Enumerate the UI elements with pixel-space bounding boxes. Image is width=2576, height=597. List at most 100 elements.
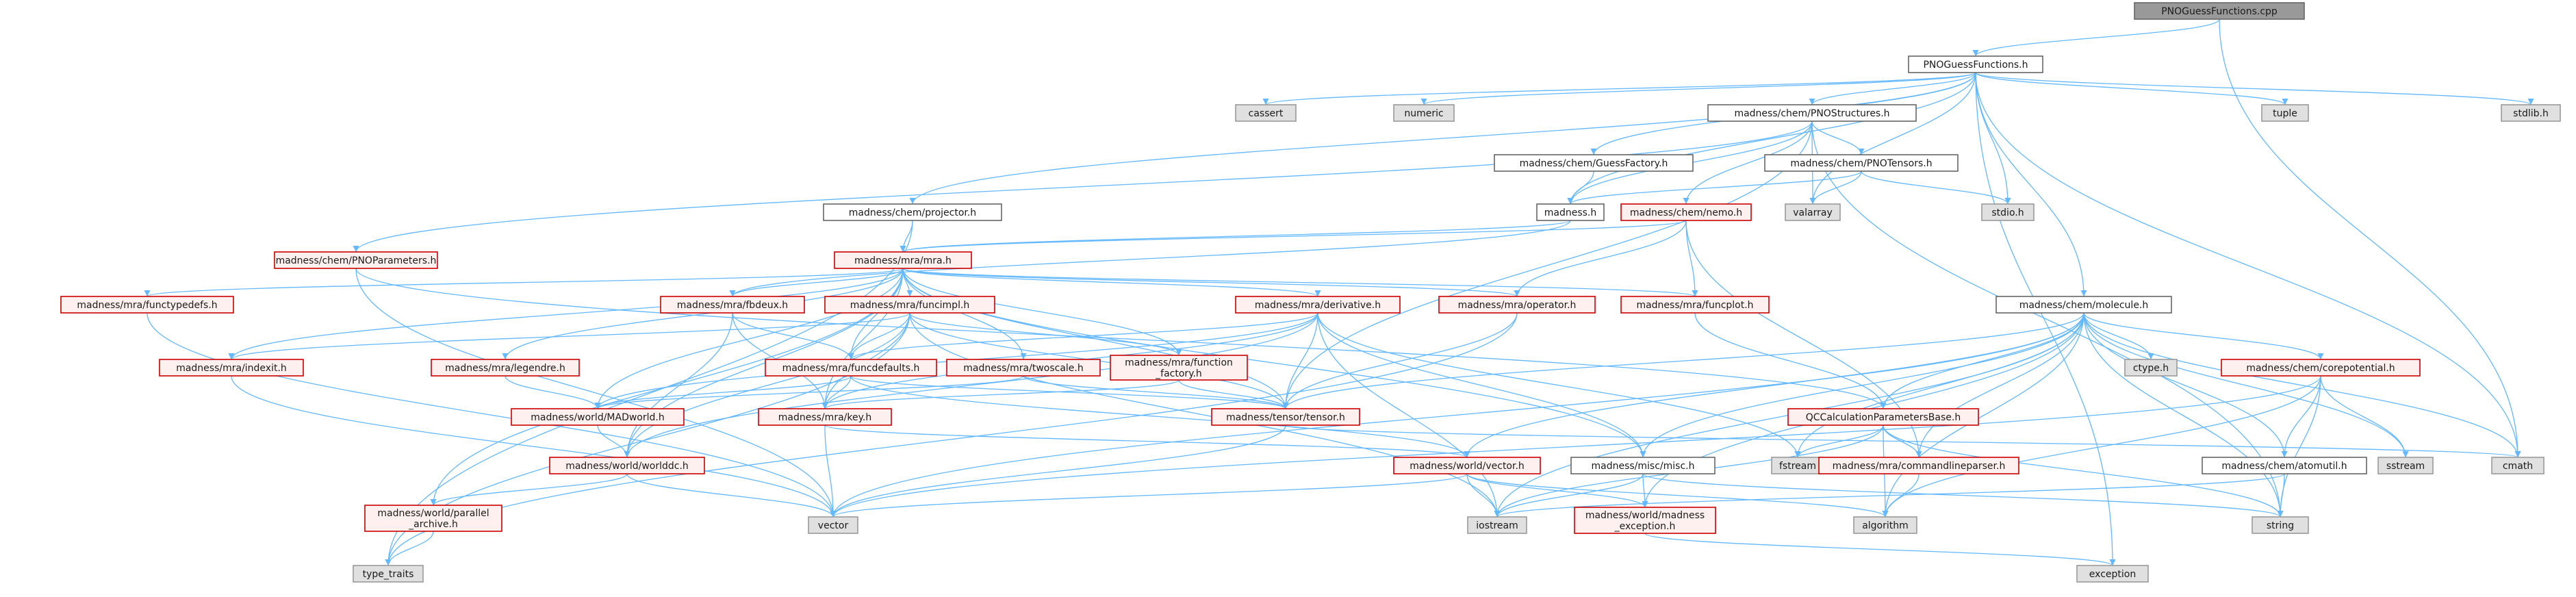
node-sstream[interactable]: sstream [2377, 457, 2434, 474]
edge-funcplot-to-qccalc [1694, 312, 1887, 409]
node-algorithm[interactable]: algorithm [1853, 516, 1917, 534]
edge-pnoparams-to-vector [355, 268, 837, 518]
node-pnostruct[interactable]: madness/chem/PNOStructures.h [1707, 104, 1917, 122]
node-root[interactable]: PNOGuessFunctions.cpp [2134, 2, 2305, 20]
node-label: madness/mra/derivative.h [1255, 300, 1381, 311]
node-funcdefaults[interactable]: madness/mra/funcdefaults.h [765, 359, 937, 377]
node-derivative[interactable]: madness/mra/derivative.h [1235, 296, 1401, 314]
node-worlddc[interactable]: madness/world/worlddc.h [549, 457, 705, 474]
node-box [2491, 457, 2545, 474]
edge-pgfh-to-valarray [1809, 72, 1976, 205]
node-numeric[interactable]: numeric [1393, 104, 1455, 122]
node-atomutil[interactable]: madness/chem/atomutil.h [2202, 457, 2367, 474]
node-box [808, 516, 858, 534]
edge-molecule-to-tensor [1282, 312, 2084, 409]
node-label: PNOGuessFunctions.h [1923, 60, 2028, 71]
edge-madnessh-to-mra [900, 220, 1571, 253]
node-fbdeux[interactable]: madness/mra/fbdeux.h [660, 296, 805, 314]
node-pnoparams[interactable]: madness/chem/PNOParameters.h [274, 251, 438, 269]
node-box [2134, 2, 2305, 20]
node-qccalc[interactable]: QCCalculationParametersBase.h [1787, 408, 1979, 426]
node-box [353, 565, 424, 583]
node-molecule[interactable]: madness/chem/molecule.h [1995, 296, 2172, 314]
edge-pgfh-to-tuple [1975, 72, 2288, 105]
node-label: madness/mra/operator.h [1458, 300, 1577, 311]
edge-pnostruct-to-tensor [1282, 120, 1813, 409]
node-box [1393, 457, 1541, 474]
node-cassert[interactable]: cassert [1235, 104, 1297, 122]
node-pnotensors[interactable]: madness/chem/PNOTensors.h [1764, 154, 1959, 172]
node-label: cassert [1249, 108, 1284, 119]
node-exception[interactable]: exception [2076, 565, 2149, 583]
node-funcfactory[interactable]: madness/mra/function_factory.h [1110, 355, 1248, 381]
edge-molecule-to-string [2083, 312, 2284, 518]
node-layer: PNOGuessFunctions.cppPNOGuessFunctions.h… [60, 2, 2561, 583]
node-funcplot[interactable]: madness/mra/funcplot.h [1620, 296, 1770, 314]
node-iostream[interactable]: iostream [1467, 516, 1527, 534]
node-tuple[interactable]: tuple [2261, 104, 2309, 122]
node-pgfh[interactable]: PNOGuessFunctions.h [1908, 55, 2043, 73]
node-box [2076, 565, 2149, 583]
node-madworld[interactable]: madness/world/MADworld.h [511, 408, 685, 426]
node-valarray[interactable]: valarray [1785, 203, 1841, 221]
node-box [1995, 296, 2172, 314]
edge-funcdefaults-to-tensor [850, 375, 1289, 409]
node-ctypeh[interactable]: ctype.h [2124, 359, 2178, 377]
node-fstream[interactable]: fstream [1771, 457, 1824, 474]
edge-corepot-to-vector [830, 375, 2321, 518]
node-misc[interactable]: madness/misc/misc.h [1570, 457, 1716, 474]
node-label: exception [2089, 569, 2136, 580]
node-box [1467, 516, 1527, 534]
node-guessfactory[interactable]: madness/chem/GuessFactory.h [1494, 154, 1694, 172]
node-cmath[interactable]: cmath [2491, 457, 2545, 474]
node-string[interactable]: string [2252, 516, 2309, 534]
edge-pnotensors-to-valarray [1809, 170, 1862, 205]
edge-pgfh-to-madnessh [1567, 72, 1976, 205]
node-vector[interactable]: vector [808, 516, 858, 534]
node-box [758, 408, 892, 426]
node-box [1853, 516, 1917, 534]
node-label: madness/mra/mra.h [854, 255, 952, 266]
edge-fbdeux-to-funcdefaults [732, 312, 854, 360]
node-tensor[interactable]: madness/tensor/tensor.h [1211, 408, 1360, 426]
node-box [1393, 104, 1455, 122]
node-stdlibh[interactable]: stdlib.h [2501, 104, 2561, 122]
node-corepot[interactable]: madness/chem/corepotential.h [2221, 359, 2421, 377]
node-box [946, 359, 1101, 377]
node-label: madness/mra/functypedefs.h [77, 300, 217, 311]
node-label: madness/world/worlddc.h [565, 461, 689, 472]
node-typetraits[interactable]: type_traits [353, 565, 424, 583]
node-label: madness/chem/molecule.h [2019, 300, 2149, 311]
node-label: tuple [2273, 108, 2297, 119]
node-cmdparser[interactable]: madness/mra/commandlineparser.h [1818, 457, 2019, 474]
edge-mra-to-funcdefaults [847, 268, 904, 360]
edge-funcimpl-to-iostream [909, 312, 1501, 518]
node-label: madness/world/MADworld.h [531, 412, 664, 423]
node-keyh[interactable]: madness/mra/key.h [758, 408, 892, 426]
node-madnessh[interactable]: madness.h [1536, 203, 1605, 221]
node-funcimpl[interactable]: madness/mra/funcimpl.h [824, 296, 995, 314]
edge-atomutil-to-iostream [1494, 473, 2285, 518]
node-stdioh[interactable]: stdio.h [1981, 203, 2035, 221]
edge-layer [144, 18, 2534, 566]
node-label: madness/chem/PNOTensors.h [1790, 158, 1932, 169]
edge-worlddc-to-parallelarchive [430, 473, 628, 506]
node-mra[interactable]: madness/mra/mra.h [834, 251, 972, 269]
node-parallelarchive[interactable]: madness/world/parallel_archive.h [364, 505, 502, 532]
edge-qccalc-to-fstream [1794, 424, 1884, 458]
node-operator[interactable]: madness/mra/operator.h [1438, 296, 1596, 314]
edge-madnessh-to-fbdeux [729, 220, 1571, 297]
edge-root-to-cmath [2219, 18, 2521, 458]
node-projector[interactable]: madness/chem/projector.h [823, 203, 1002, 221]
node-twoscale[interactable]: madness/mra/twoscale.h [946, 359, 1101, 377]
edge-worldvector-to-madexc [1466, 473, 1648, 508]
node-label: madness/chem/PNOParameters.h [276, 255, 437, 266]
edge-madexc-to-exception [1644, 533, 2116, 566]
node-legendre[interactable]: madness/mra/legendre.h [431, 359, 580, 377]
node-functypedefs[interactable]: madness/mra/functypedefs.h [60, 296, 234, 314]
node-madexc[interactable]: madness/world/madness_exception.h [1574, 507, 1716, 534]
node-nemo[interactable]: madness/chem/nemo.h [1620, 203, 1752, 221]
node-indexit[interactable]: madness/mra/indexit.h [159, 359, 304, 377]
node-label: madness/mra/key.h [778, 412, 871, 423]
node-worldvector[interactable]: madness/world/vector.h [1393, 457, 1541, 474]
